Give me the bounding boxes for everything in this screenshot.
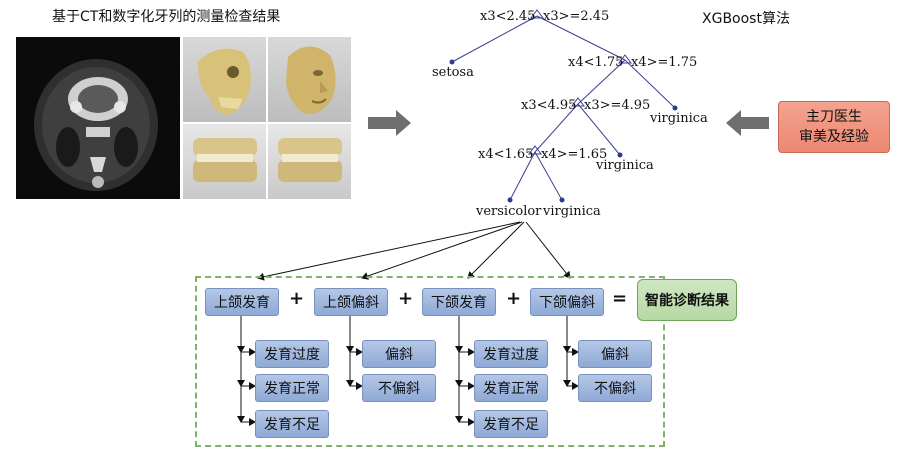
option-lower-deviated[interactable]: 偏斜 <box>578 340 652 368</box>
face-3d-image <box>268 37 351 122</box>
option-lower-over-developed[interactable]: 发育过度 <box>474 340 548 368</box>
plus-operator: + <box>506 288 522 309</box>
dental-cast-right-image <box>183 124 266 199</box>
leaf-dot <box>559 197 565 203</box>
split-n3-left: x4<1.65 <box>478 147 533 162</box>
leaf-virginica-3: virginica <box>542 204 601 219</box>
leaf-dot <box>449 59 455 65</box>
surgeon-experience-box: 主刀医生 审美及经验 <box>778 101 890 153</box>
option-lower-under-developed[interactable]: 发育不足 <box>474 410 548 438</box>
leaf-dot <box>507 197 513 203</box>
option-upper-over-developed[interactable]: 发育过度 <box>255 340 329 368</box>
split-n1-left: x4<1.75 <box>568 55 623 70</box>
option-upper-deviated[interactable]: 偏斜 <box>362 340 436 368</box>
leaf-dot <box>672 105 678 111</box>
ct-scan-image <box>16 37 180 199</box>
option-lower-normal[interactable]: 发育正常 <box>474 374 548 402</box>
leaf-virginica-1: virginica <box>649 111 708 126</box>
split-n3-right: x4>=1.65 <box>541 147 607 162</box>
leaf-virginica-2: virginica <box>595 158 654 173</box>
algorithm-label: XGBoost算法 <box>702 11 790 27</box>
split-n1-right: x4>=1.75 <box>631 55 697 70</box>
equals-operator: = <box>612 288 628 309</box>
option-upper-not-deviated[interactable]: 不偏斜 <box>362 374 436 402</box>
split-n2-left: x3<4.95 <box>521 98 576 113</box>
leaf-setosa: setosa <box>432 65 474 80</box>
split-n2-right: x3>=4.95 <box>584 98 650 113</box>
category-upper-jaw-development[interactable]: 上颌发育 <box>205 288 279 316</box>
category-lower-jaw-development[interactable]: 下颌发育 <box>422 288 496 316</box>
category-lower-jaw-deviation[interactable]: 下颌偏斜 <box>530 288 604 316</box>
diagnosis-panel <box>195 276 665 447</box>
option-lower-not-deviated[interactable]: 不偏斜 <box>578 374 652 402</box>
leaf-dot <box>617 152 623 158</box>
arrow-right-icon <box>368 110 411 136</box>
option-upper-under-developed[interactable]: 发育不足 <box>255 410 329 438</box>
diagnosis-result-box[interactable]: 智能诊断结果 <box>637 279 737 321</box>
dental-cast-left-image <box>268 124 351 199</box>
plus-operator: + <box>398 288 414 309</box>
images-caption: 基于CT和数字化牙列的测量检查结果 <box>52 9 281 25</box>
plus-operator: + <box>289 288 305 309</box>
leaf-versicolor: versicolor <box>475 204 542 219</box>
option-upper-normal[interactable]: 发育正常 <box>255 374 329 402</box>
split-root-right: x3>=2.45 <box>543 9 609 24</box>
arrow-left-icon <box>726 110 769 136</box>
surgeon-line2: 审美及经验 <box>799 129 869 145</box>
skull-3d-image <box>183 37 266 122</box>
split-root-left: x3<2.45 <box>480 9 535 24</box>
surgeon-line1: 主刀医生 <box>806 109 862 125</box>
category-upper-jaw-deviation[interactable]: 上颌偏斜 <box>314 288 388 316</box>
